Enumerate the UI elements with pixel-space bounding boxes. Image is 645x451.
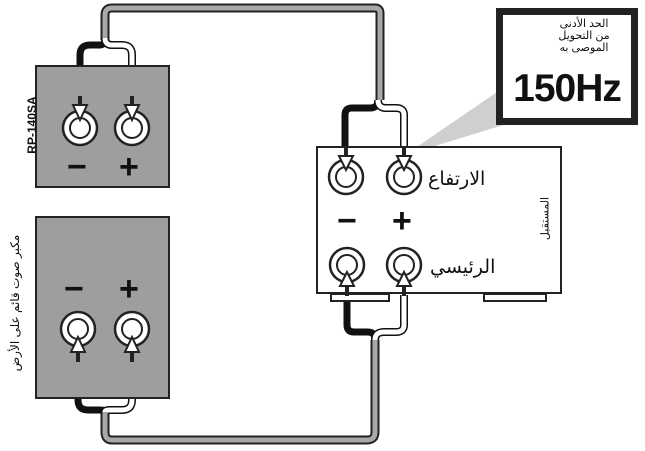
top-speaker-minus-sign: − — [67, 148, 87, 186]
top-speaker-model-label: RP-140SA — [25, 96, 39, 154]
top-speaker-plus-sign: + — [119, 148, 139, 186]
callout-pointer — [405, 90, 520, 155]
bottom-speaker-plus-sign: + — [119, 270, 139, 308]
terminal-receiver-main-plus — [385, 246, 423, 296]
bottom-speaker-label: مكبر صوت قائم على الأرض — [8, 234, 22, 372]
terminal-receiver-high-minus — [327, 148, 365, 196]
terminal-top-speaker-minus — [61, 96, 99, 147]
receiver-label: المستقبل — [539, 196, 552, 241]
receiver-foot-left — [330, 293, 390, 302]
terminal-receiver-high-plus — [385, 148, 423, 196]
speaker-floorstanding — [35, 216, 170, 399]
bottom-speaker-minus-sign: − — [64, 270, 84, 308]
terminal-top-speaker-plus — [113, 96, 151, 147]
terminal-bottom-speaker-minus — [59, 310, 97, 362]
receiver-foot-right — [483, 293, 547, 302]
terminal-bottom-speaker-plus — [113, 310, 151, 362]
callout-frequency: 150Hz — [513, 67, 622, 110]
callout-text: الحد الأدنى من التحويل الموصى به — [545, 18, 623, 54]
callout-line-3: الموصى به — [559, 42, 609, 54]
crossover-callout — [496, 8, 638, 125]
receiver-plus-sign: + — [392, 202, 412, 240]
receiver-high-label: الارتفاع — [428, 169, 486, 190]
receiver-main-label: الرئيسي — [430, 257, 496, 278]
callout-line-2: من التحويل — [558, 30, 610, 42]
callout-line-1: الحد الأدنى — [559, 18, 609, 30]
terminal-receiver-main-minus — [328, 246, 366, 296]
receiver-minus-sign: − — [337, 202, 357, 240]
